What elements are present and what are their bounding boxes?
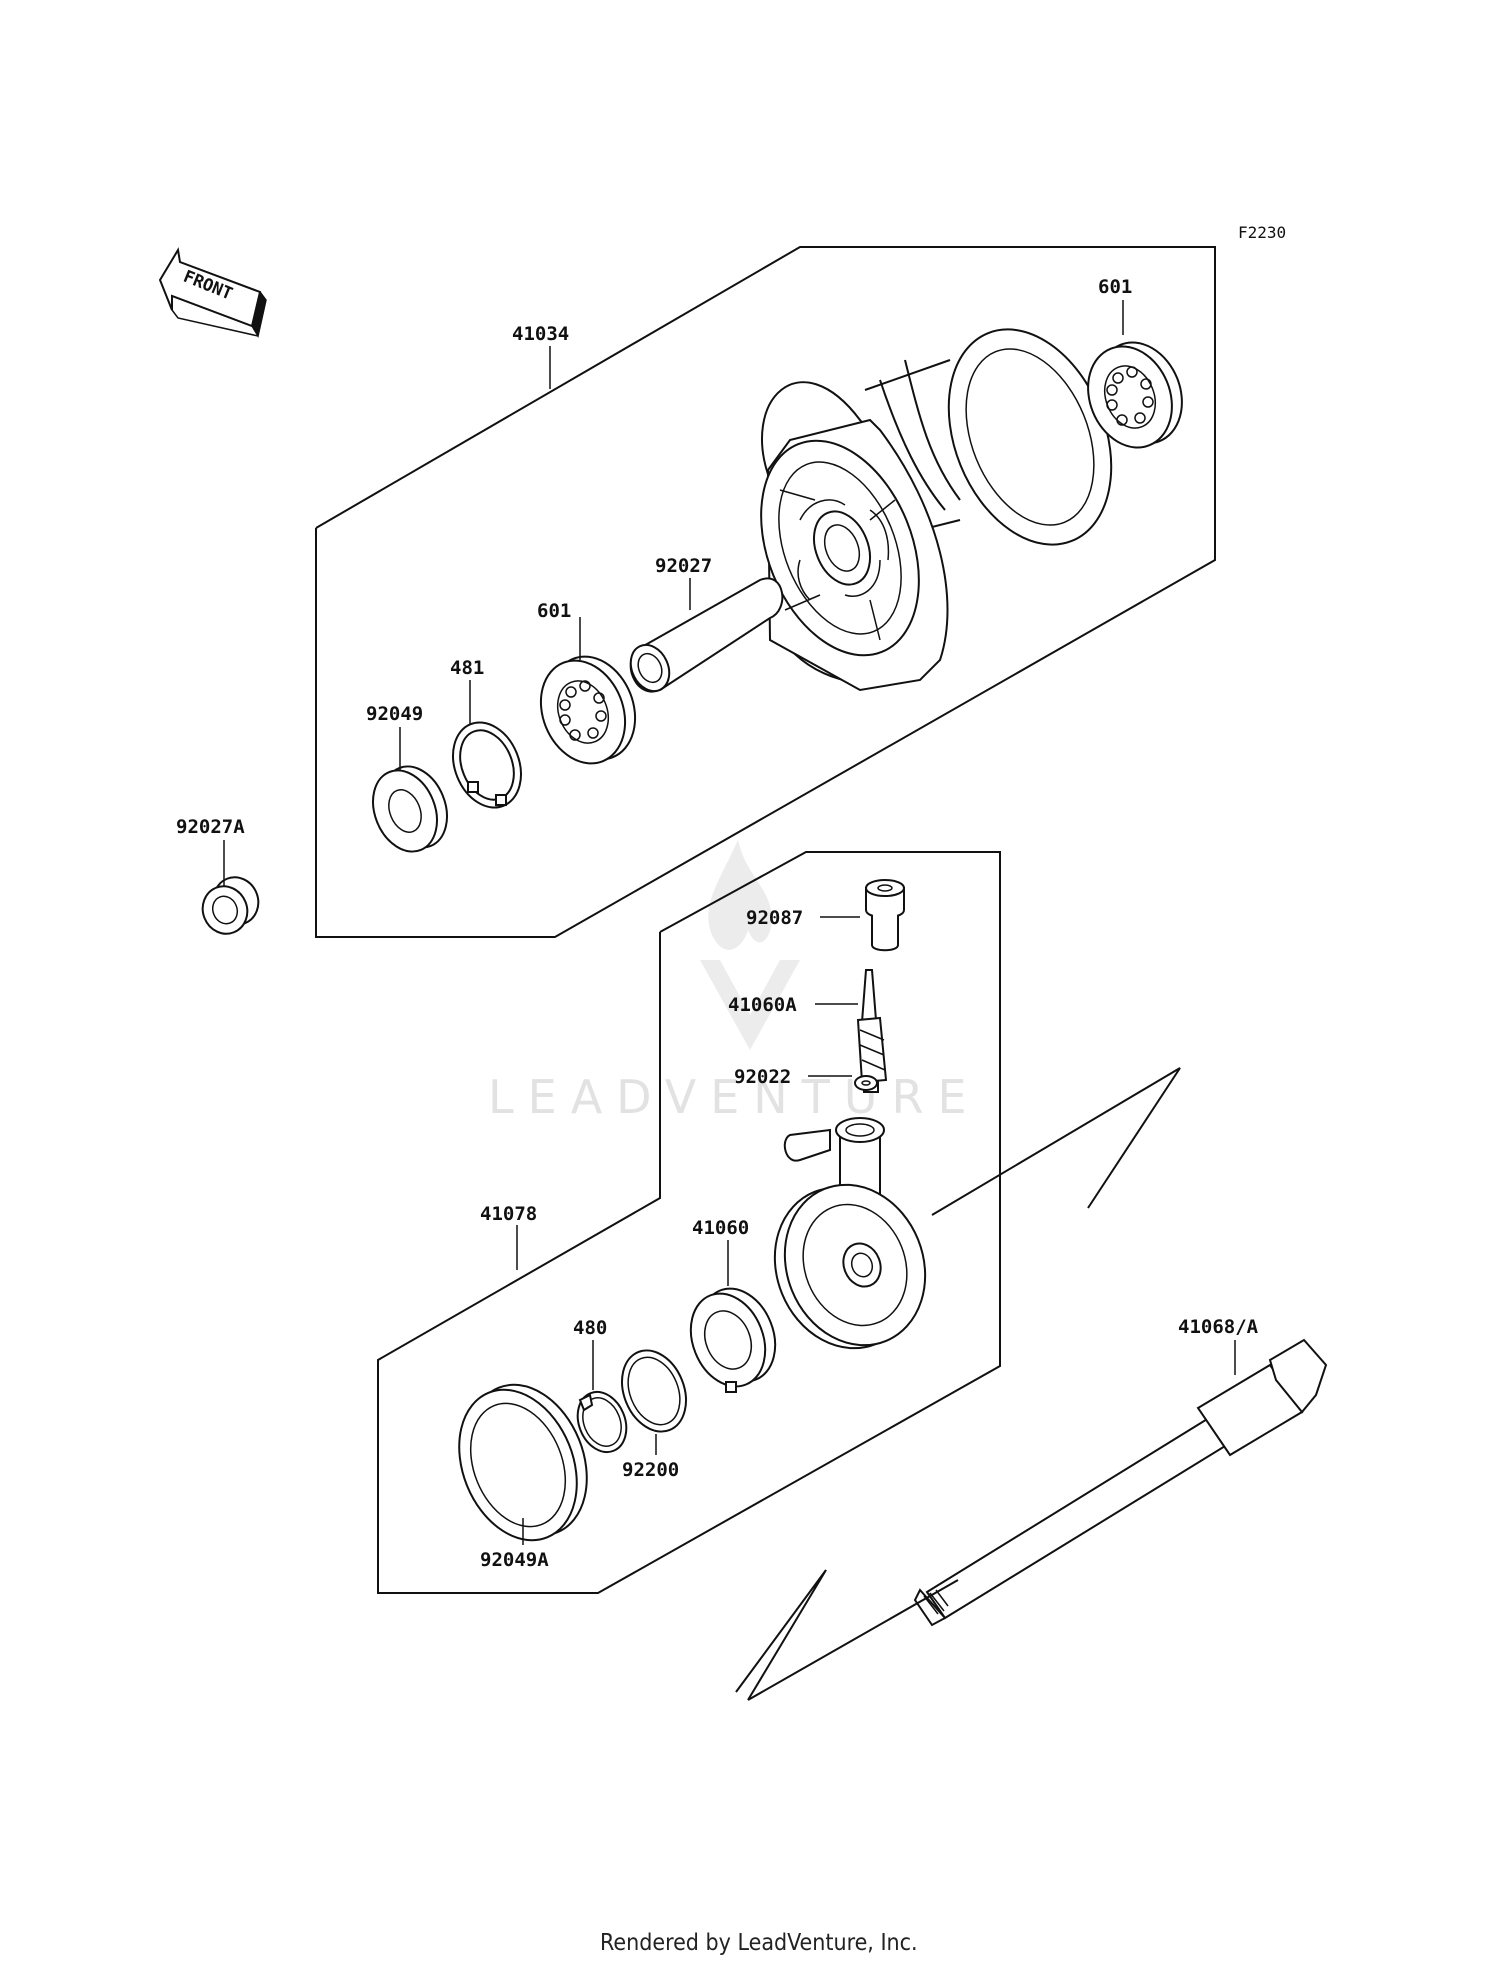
snap-ring-480	[576, 1390, 628, 1454]
label-41060A: 41060A	[728, 994, 797, 1016]
seal-92049A	[458, 1383, 588, 1542]
figure-code: F2230	[1238, 223, 1286, 242]
label-41078: 41078	[480, 1203, 537, 1225]
assembly-frame-41034	[315, 246, 1216, 938]
label-92022: 92022	[734, 1066, 791, 1088]
label-92049A: 92049A	[480, 1549, 549, 1571]
leader-lines	[223, 300, 1236, 1545]
circlip-481	[452, 721, 522, 809]
label-41034: 41034	[512, 323, 569, 345]
label-480: 480	[573, 1317, 607, 1339]
pinion-gear-41060A	[856, 969, 888, 1093]
label-601-right: 601	[1098, 276, 1132, 298]
collar-92027A	[201, 876, 260, 935]
label-41068A: 41068/A	[1178, 1316, 1259, 1338]
label-601-left: 601	[537, 600, 571, 622]
label-92027A: 92027A	[176, 816, 245, 838]
washer-92022	[854, 1075, 878, 1091]
speedo-drive-41060	[689, 1287, 777, 1393]
assembly-frame-41078	[377, 851, 1001, 1594]
label-92049: 92049	[366, 703, 423, 725]
spacer-tube-92027	[629, 577, 784, 693]
ring-92200	[621, 1349, 687, 1433]
axle-41068A	[913, 1338, 1328, 1627]
bearing-601-right	[1087, 341, 1183, 449]
label-481: 481	[450, 657, 484, 679]
front-arrow-icon: FRONT	[158, 247, 267, 338]
footer-credit: Rendered by LeadVenture, Inc.	[600, 1930, 918, 1956]
break-lines	[735, 1067, 1181, 1701]
part-labels: 41034 601 601 92027 481 92049 92027A 920…	[176, 276, 1259, 1571]
label-41060: 41060	[692, 1217, 749, 1239]
gear-box-housing	[773, 1117, 927, 1350]
label-92027: 92027	[655, 555, 712, 577]
seal-92049	[372, 765, 448, 853]
wheel-hub	[760, 328, 1113, 692]
cap-92087	[865, 879, 905, 952]
label-92087: 92087	[746, 907, 803, 929]
label-92200: 92200	[622, 1459, 679, 1481]
bearing-601-left	[539, 655, 637, 765]
